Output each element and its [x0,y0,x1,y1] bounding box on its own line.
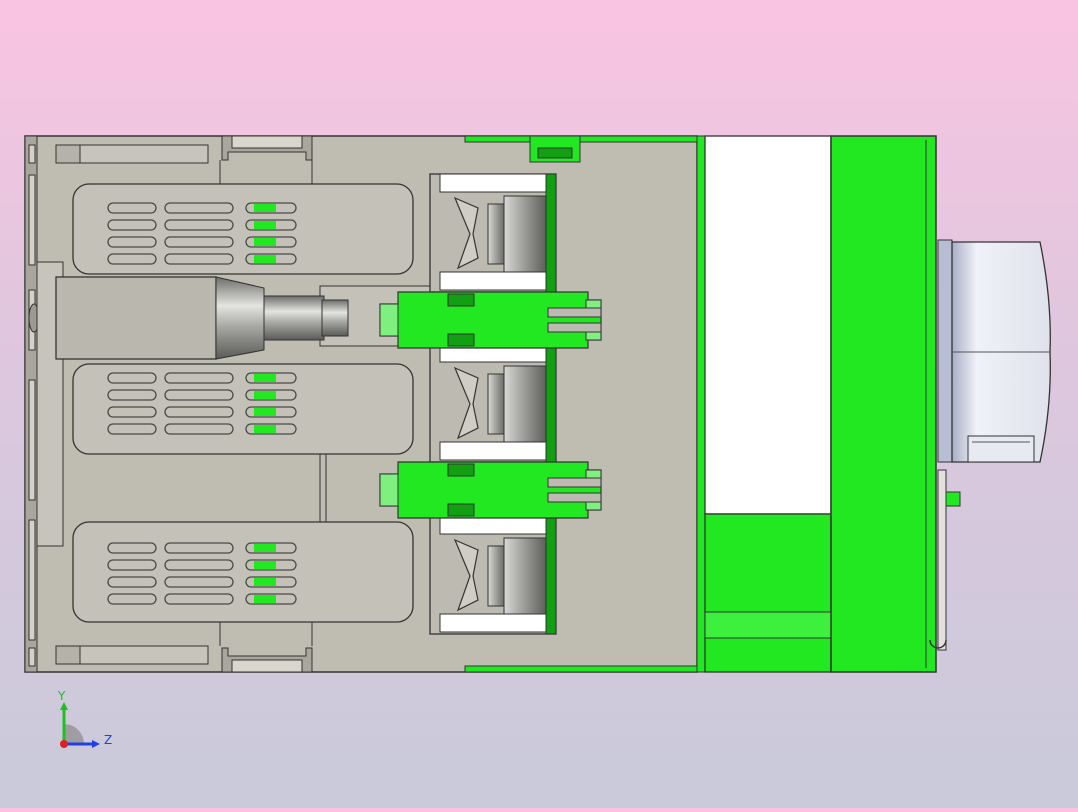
y-axis-label: Y [57,689,66,703]
z-axis-label: Z [104,733,112,747]
x-axis-dot [60,740,68,748]
coordinate-triad: Y Z [52,688,122,758]
